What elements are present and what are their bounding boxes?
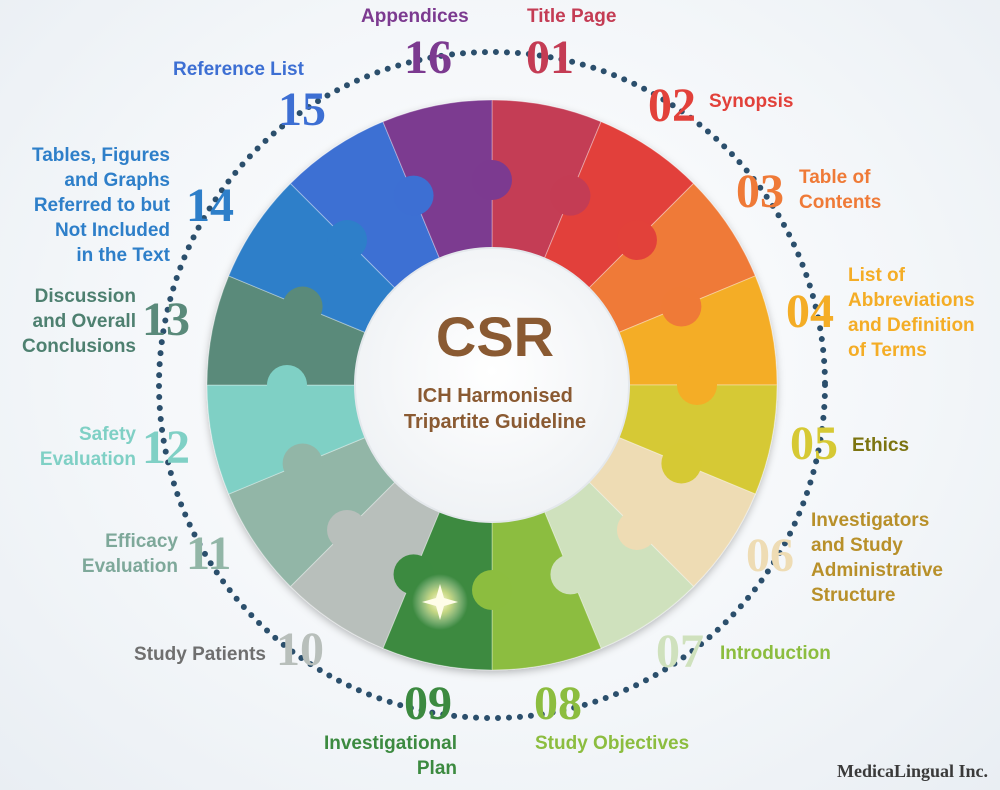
section-number-13: 13 bbox=[142, 293, 190, 346]
puzzle-knob-14 bbox=[327, 220, 368, 261]
center-title: CSR bbox=[435, 305, 555, 368]
sparkle-icon bbox=[412, 574, 468, 630]
puzzle-knob-11 bbox=[282, 443, 323, 484]
puzzle-knob-06 bbox=[616, 509, 657, 550]
section-number-02: 02 bbox=[648, 79, 696, 132]
section-number-10: 10 bbox=[276, 623, 324, 676]
section-label-16: Appendices bbox=[361, 6, 469, 27]
puzzle-knob-13 bbox=[282, 286, 323, 327]
puzzle-knob-02 bbox=[616, 220, 657, 261]
section-number-07: 07 bbox=[656, 625, 704, 678]
section-label-02: Synopsis bbox=[709, 91, 794, 112]
puzzle-knob-15 bbox=[393, 175, 434, 216]
puzzle-knob-12 bbox=[267, 365, 307, 405]
section-label-15: Reference List bbox=[173, 59, 304, 80]
section-number-06: 06 bbox=[746, 529, 794, 582]
section-label-07: Introduction bbox=[720, 643, 831, 664]
puzzle-knob-04 bbox=[677, 365, 717, 405]
section-label-08: Study Objectives bbox=[535, 733, 690, 754]
section-number-12: 12 bbox=[142, 421, 190, 474]
puzzle-knob-16 bbox=[472, 160, 512, 200]
section-label-01: Title Page bbox=[527, 6, 617, 27]
section-number-09: 09 bbox=[404, 677, 452, 730]
section-label-10: Study Patients bbox=[134, 644, 266, 665]
section-number-11: 11 bbox=[186, 527, 232, 580]
section-number-05: 05 bbox=[790, 417, 838, 470]
section-number-15: 15 bbox=[278, 83, 326, 136]
section-number-16: 16 bbox=[404, 31, 452, 84]
dotted-ring bbox=[156, 49, 828, 721]
center-hub bbox=[354, 247, 630, 523]
puzzle-knob-07 bbox=[550, 554, 591, 595]
puzzle-knob-10 bbox=[327, 509, 368, 550]
section-number-04: 04 bbox=[786, 285, 834, 338]
puzzle-knob-05 bbox=[661, 443, 702, 484]
section-number-03: 03 bbox=[736, 165, 784, 218]
puzzle-knob-03 bbox=[661, 286, 702, 327]
section-number-08: 08 bbox=[534, 677, 582, 730]
section-label-05: Ethics bbox=[852, 435, 910, 456]
section-number-14: 14 bbox=[186, 179, 234, 232]
credit-text: MedicaLingual Inc. bbox=[836, 761, 988, 781]
center-subtitle: ICH Harmonised Tripartite Guideline bbox=[403, 385, 587, 433]
section-number-01: 01 bbox=[526, 31, 574, 84]
puzzle-knob-01 bbox=[550, 175, 591, 216]
puzzle-knob-08 bbox=[472, 570, 512, 610]
